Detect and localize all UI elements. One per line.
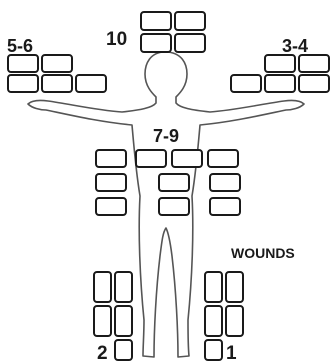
wound-box[interactable] bbox=[141, 12, 171, 30]
wound-box[interactable] bbox=[8, 75, 38, 92]
wound-box[interactable] bbox=[208, 150, 238, 167]
torso-wound-label: 7-9 bbox=[153, 126, 179, 146]
right-leg-wound-label: 1 bbox=[226, 343, 237, 364]
wound-box[interactable] bbox=[205, 340, 222, 360]
wound-box[interactable] bbox=[8, 55, 38, 72]
wound-box[interactable] bbox=[141, 34, 171, 52]
wound-box[interactable] bbox=[172, 150, 202, 167]
wound-box[interactable] bbox=[231, 75, 261, 92]
wound-box[interactable] bbox=[115, 272, 132, 302]
right-leg-wound-boxes bbox=[205, 272, 243, 360]
wound-box[interactable] bbox=[94, 306, 111, 336]
head-wound-boxes bbox=[141, 12, 205, 52]
wound-box[interactable] bbox=[175, 12, 205, 30]
wound-box[interactable] bbox=[299, 55, 329, 72]
wounds-title: WOUNDS bbox=[231, 245, 295, 261]
left-leg-wound-label: 2 bbox=[97, 343, 108, 364]
wound-box[interactable] bbox=[210, 174, 240, 191]
wound-box[interactable] bbox=[42, 55, 72, 72]
wound-box[interactable] bbox=[210, 198, 240, 215]
wound-box[interactable] bbox=[76, 75, 106, 92]
wound-box[interactable] bbox=[115, 340, 132, 360]
wound-box[interactable] bbox=[115, 306, 132, 336]
wound-box[interactable] bbox=[96, 174, 126, 191]
wound-box[interactable] bbox=[42, 75, 72, 92]
left-arm-wound-label: 5-6 bbox=[7, 36, 33, 56]
wound-box[interactable] bbox=[226, 306, 243, 336]
head-wound-label: 10 bbox=[106, 29, 127, 50]
wound-box[interactable] bbox=[96, 198, 126, 215]
wound-box[interactable] bbox=[159, 174, 189, 191]
wound-box[interactable] bbox=[205, 306, 222, 336]
wound-box[interactable] bbox=[96, 150, 126, 167]
wound-box[interactable] bbox=[205, 272, 222, 302]
wound-box[interactable] bbox=[94, 272, 111, 302]
wound-box[interactable] bbox=[299, 75, 329, 92]
wound-box[interactable] bbox=[136, 150, 166, 167]
left-arm-wound-boxes bbox=[8, 55, 106, 92]
wound-box[interactable] bbox=[175, 34, 205, 52]
right-arm-wound-label: 3-4 bbox=[282, 36, 308, 56]
right-arm-wound-boxes bbox=[231, 55, 329, 92]
wound-box[interactable] bbox=[265, 75, 295, 92]
wound-box[interactable] bbox=[265, 55, 295, 72]
wound-box[interactable] bbox=[159, 198, 189, 215]
wound-box[interactable] bbox=[226, 272, 243, 302]
